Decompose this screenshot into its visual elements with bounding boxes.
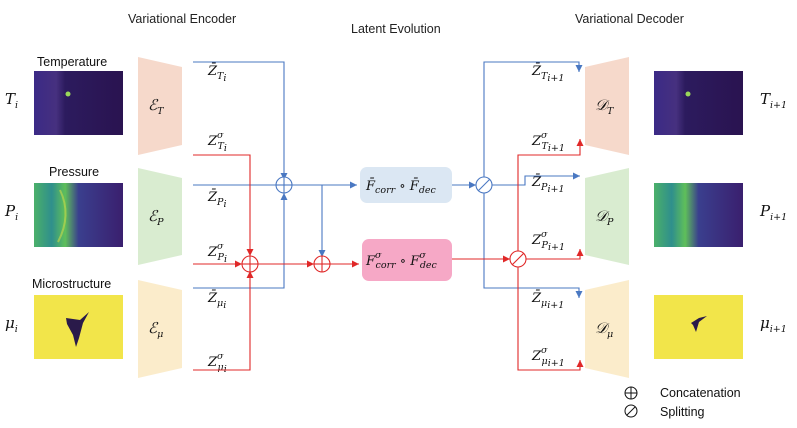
svg-text:Z̄Pi: Z̄Pi	[207, 189, 227, 210]
encoder-mean-connectors	[193, 61, 357, 289]
decoder-sigma-connectors	[452, 139, 584, 371]
encoder-mu: ℰμ	[138, 280, 182, 378]
svg-text:Pi+1: Pi+1	[759, 202, 787, 223]
split-node-sigma	[509, 250, 527, 268]
legend: Concatenation Splitting	[624, 386, 741, 419]
input-microstructure-image	[34, 295, 123, 359]
svg-text:ℰT: ℰT	[148, 96, 164, 117]
svg-text:ℰμ: ℰμ	[148, 319, 163, 340]
output-microstructure-image	[654, 295, 743, 359]
svg-text:Ti+1: Ti+1	[760, 90, 787, 111]
svg-text:Z̄μi+1: Z̄μi+1	[531, 290, 564, 311]
mean-operator-box: F̄corr ∘ F̄dec	[360, 167, 452, 203]
decoder-P: 𝒟P	[585, 168, 629, 265]
output-temperature-image	[654, 71, 743, 135]
dec-latent-mean-mu: Z̄μi+1	[531, 290, 564, 311]
dec-latent-mean-P: Z̄Pi+1	[531, 174, 565, 195]
svg-text:Z̄μi: Z̄μi	[207, 290, 226, 311]
legend-split-label: Splitting	[660, 405, 705, 419]
svg-text:Ti: Ti	[5, 90, 18, 111]
svg-text:ℰP: ℰP	[148, 207, 164, 228]
pressure-label: Pressure	[49, 165, 99, 179]
enc-latent-mean-mu: Z̄μi	[207, 290, 226, 311]
input-temperature-image	[34, 71, 123, 135]
svg-text:μi: μi	[5, 314, 18, 335]
concat-node-mean	[275, 176, 293, 194]
decoder-mu: 𝒟μ	[585, 280, 629, 378]
input-T-symbol: Ti	[5, 90, 18, 111]
encoder-sigma-connectors	[193, 154, 359, 371]
output-mu-symbol: μi+1	[760, 314, 787, 335]
enc-latent-mean-T: Z̄Ti	[207, 63, 226, 84]
output-P-symbol: Pi+1	[759, 202, 787, 223]
output-pressure-image	[654, 183, 743, 247]
svg-text:Pi: Pi	[4, 202, 18, 223]
split-node-mean	[475, 176, 493, 194]
temperature-label: Temperature	[37, 55, 107, 69]
enc-latent-mean-P: Z̄Pi	[207, 189, 227, 210]
svg-text:Z̄Ti: Z̄Ti	[207, 63, 226, 84]
svg-text:Z̄Ti+1: Z̄Ti+1	[531, 63, 564, 84]
latent-header: Latent Evolution	[351, 22, 441, 36]
svg-text:𝒟T: 𝒟T	[595, 96, 614, 117]
concat-node-combined	[313, 255, 331, 273]
input-pressure-image	[34, 183, 123, 247]
concat-icon	[624, 386, 638, 400]
decoder-mean-connectors	[452, 61, 583, 298]
input-P-symbol: Pi	[4, 202, 18, 223]
svg-text:𝒟μ: 𝒟μ	[595, 319, 613, 340]
svg-text:F̄corr ∘ F̄dec: F̄corr ∘ F̄dec	[365, 178, 437, 196]
microstructure-label: Microstructure	[32, 277, 111, 291]
svg-text:μi+1: μi+1	[760, 314, 787, 335]
decoder-header: Variational Decoder	[575, 12, 684, 26]
svg-text:𝒟P: 𝒟P	[595, 207, 614, 228]
encoder-header: Variational Encoder	[128, 12, 236, 26]
dec-latent-mean-T: Z̄Ti+1	[531, 63, 564, 84]
legend-concat-label: Concatenation	[660, 386, 741, 400]
split-icon	[624, 404, 638, 418]
output-T-symbol: Ti+1	[760, 90, 787, 111]
input-mu-symbol: μi	[5, 314, 18, 335]
encoder-T: ℰT	[138, 57, 182, 155]
concat-node-sigma	[241, 255, 259, 273]
svg-text:Z̄Pi+1: Z̄Pi+1	[531, 174, 565, 195]
encoder-P: ℰP	[138, 168, 182, 265]
decoder-T: 𝒟T	[585, 57, 629, 155]
